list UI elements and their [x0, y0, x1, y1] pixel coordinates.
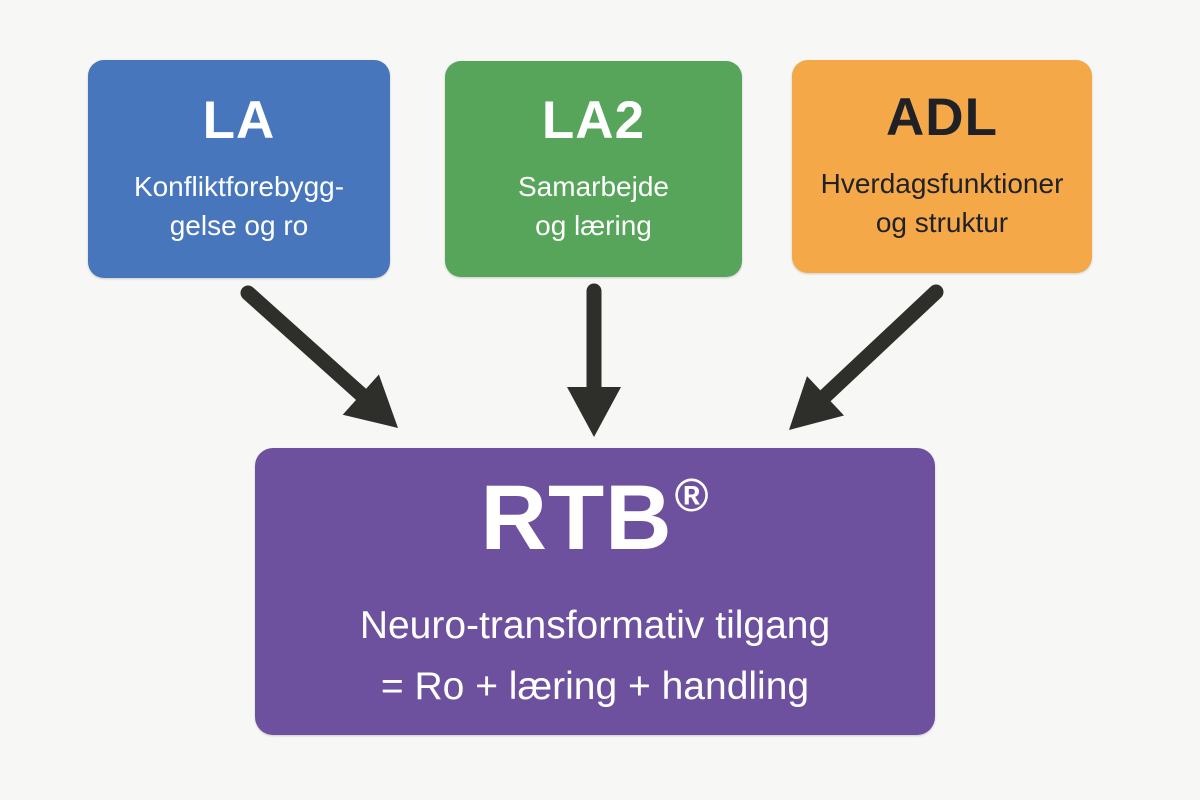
box-la-subtitle-line1: Konfliktforebygg- — [133, 170, 345, 202]
box-la-subtitle-line2: gelse og ro — [169, 209, 309, 241]
arrow-adl-to-rtb — [789, 284, 944, 430]
box-la: LA Konfliktforebygg- gelse og ro — [88, 60, 390, 278]
box-la2-subtitle-line2: og læring — [535, 209, 652, 241]
box-rtb-title-text: RTB — [480, 466, 673, 569]
arrow-adl-head — [789, 376, 844, 430]
arrow-la-shaft — [240, 285, 372, 405]
box-rtb-subtitle-line2: = Ro + læring + handling — [380, 664, 810, 708]
arrow-la2-to-rtb — [567, 283, 621, 437]
box-rtb-subtitle-line1: Neuro-transformativ tilgang — [359, 603, 831, 647]
arrow-adl-shaft — [814, 284, 944, 407]
box-la2-title: LA2 — [541, 90, 646, 150]
box-adl-subtitle-line2: og struktur — [875, 207, 1009, 239]
box-adl-subtitle: Hverdagsfunktioner og struktur — [821, 164, 1064, 242]
box-adl-title: ADL — [886, 88, 998, 148]
box-adl: ADL Hverdagsfunktioner og struktur — [792, 60, 1092, 273]
box-la-title: LA — [202, 90, 276, 150]
box-la2-subtitle-line1: Samarbejde — [518, 170, 669, 202]
arrow-la2-head — [567, 387, 621, 437]
box-rtb-title: RTB® — [481, 472, 710, 564]
box-la2-subtitle: Samarbejde og læring — [518, 167, 669, 245]
box-adl-subtitle-line1: Hverdagsfunktioner — [820, 168, 1064, 200]
arrow-la-head — [342, 374, 398, 428]
arrow-la-to-rtb — [240, 285, 398, 428]
registered-trademark-mark: ® — [674, 468, 710, 521]
box-la2: LA2 Samarbejde og læring — [445, 61, 742, 277]
box-rtb: RTB® Neuro-transformativ tilgang = Ro + … — [255, 448, 935, 735]
box-la-subtitle: Konfliktforebygg- gelse og ro — [134, 167, 344, 245]
